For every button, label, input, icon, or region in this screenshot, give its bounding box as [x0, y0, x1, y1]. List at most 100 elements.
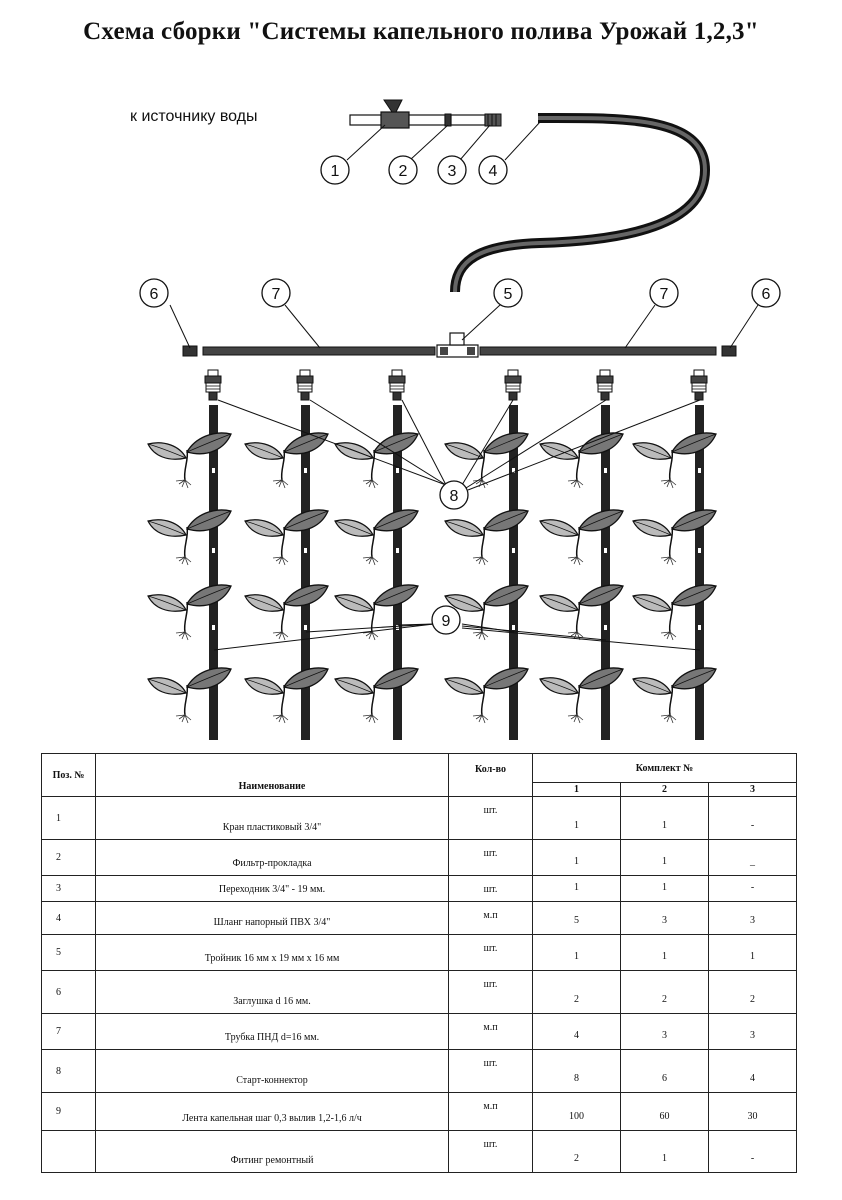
start-connectors	[204, 369, 708, 401]
callout-5: 5	[504, 286, 513, 303]
cell-k1: 2	[532, 1130, 621, 1173]
cell-k2: 1	[620, 934, 709, 971]
cell-unit: шт.	[448, 1049, 533, 1093]
drip-tapes	[209, 405, 704, 740]
cell-pos	[41, 1130, 96, 1173]
cell-pos: 9	[41, 1092, 96, 1131]
cell-k3: 1	[707, 934, 798, 971]
callout-circles	[139, 155, 781, 635]
cell-k1: 1	[532, 839, 621, 876]
cell-name: Старт-коннектор	[95, 1049, 449, 1093]
header-kit-3: 3	[707, 782, 798, 797]
callout-3: 3	[448, 163, 457, 180]
pressure-hose	[450, 112, 711, 293]
cell-k3: 30	[707, 1092, 798, 1131]
header-unit: Кол-во	[448, 753, 533, 797]
cell-name: Трубка ПНД d=16 мм.	[95, 1013, 449, 1050]
cell-name: Переходник 3/4" - 19 мм.	[95, 875, 449, 902]
cell-unit: шт.	[448, 1130, 533, 1173]
cell-pos: 1	[41, 796, 96, 840]
page-title: Схема сборки "Системы капельного полива …	[83, 18, 759, 45]
callout-6-left: 6	[150, 286, 159, 303]
water-source-label: к источнику воды	[130, 108, 258, 125]
cell-pos: 3	[41, 875, 96, 902]
cell-k2: 1	[620, 839, 709, 876]
cell-pos: 5	[41, 934, 96, 971]
callout-6-right: 6	[762, 286, 771, 303]
cell-name: Шланг напорный ПВХ 3/4"	[95, 901, 449, 935]
cell-name: Кран пластиковый 3/4"	[95, 796, 449, 840]
cell-name: Фильтр-прокладка	[95, 839, 449, 876]
cell-k2: 1	[620, 875, 709, 902]
callout-1: 1	[331, 163, 340, 180]
callout-7-right: 7	[660, 286, 669, 303]
callout-2: 2	[399, 163, 408, 180]
cell-unit: шт.	[448, 796, 533, 840]
main-line	[182, 332, 737, 358]
cell-pos: 7	[41, 1013, 96, 1050]
cell-pos: 8	[41, 1049, 96, 1093]
parts-table: Поз. № Наименование Кол-во Комплект № 1 …	[41, 753, 798, 1173]
cell-k3: 3	[707, 901, 798, 935]
cell-k1: 4	[532, 1013, 621, 1050]
cell-unit: шт.	[448, 970, 533, 1014]
tee-connector	[436, 332, 479, 358]
cell-k2: 6	[620, 1049, 709, 1093]
cell-k3: _	[707, 839, 798, 876]
cell-unit: шт.	[448, 875, 533, 902]
cell-k3: -	[707, 796, 798, 840]
header-kit-1: 1	[532, 782, 621, 797]
callout-7-left: 7	[272, 286, 281, 303]
cell-k1: 5	[532, 901, 621, 935]
cell-name: Фитинг ремонтный	[95, 1130, 449, 1173]
cell-pos: 4	[41, 901, 96, 935]
cell-k2: 3	[620, 901, 709, 935]
cell-name: Лента капельная шаг 0,3 вылив 1,2-1,6 л/…	[95, 1092, 449, 1131]
cell-k1: 8	[532, 1049, 621, 1093]
cell-k3: 4	[707, 1049, 798, 1093]
cell-unit: м.п	[448, 1092, 533, 1131]
cell-k3: 2	[707, 970, 798, 1014]
header-name: Наименование	[95, 753, 449, 797]
cell-pos: 6	[41, 970, 96, 1014]
cell-k2: 1	[620, 796, 709, 840]
cell-k1: 1	[532, 796, 621, 840]
leader-lines	[169, 121, 759, 651]
header-kit: Комплект №	[531, 753, 798, 783]
cell-k2: 2	[620, 970, 709, 1014]
cell-k3: 3	[707, 1013, 798, 1050]
cell-name: Тройник 16 мм х 19 мм х 16 мм	[95, 934, 449, 971]
cell-k2: 60	[620, 1092, 709, 1131]
header-kit-2: 2	[620, 782, 709, 797]
header-pos: Поз. №	[41, 753, 96, 797]
callout-4: 4	[489, 163, 498, 180]
cell-k1: 2	[532, 970, 621, 1014]
cell-k3: -	[707, 875, 798, 902]
cell-unit: м.п	[448, 1013, 533, 1050]
cell-k2: 3	[620, 1013, 709, 1050]
cell-k1: 100	[532, 1092, 621, 1131]
cell-k1: 1	[532, 875, 621, 902]
callout-8: 8	[450, 488, 459, 505]
cell-unit: шт.	[448, 839, 533, 876]
assembly-diagram: 1 2 3 4 6 7 5 7 6 8 9	[139, 99, 781, 740]
tap-assembly	[349, 99, 502, 129]
cell-name: Заглушка d 16 мм.	[95, 970, 449, 1014]
cell-k1: 1	[532, 934, 621, 971]
cell-k3: -	[707, 1130, 798, 1173]
cell-pos: 2	[41, 839, 96, 876]
callout-9: 9	[442, 613, 451, 630]
cell-k2: 1	[620, 1130, 709, 1173]
cell-unit: шт.	[448, 934, 533, 971]
cell-unit: м.п	[448, 901, 533, 935]
